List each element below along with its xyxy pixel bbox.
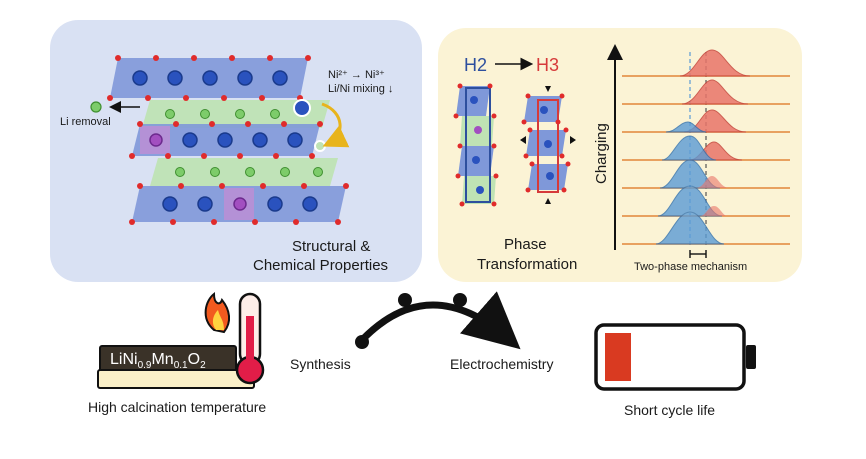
synthesis-label: Synthesis	[290, 356, 351, 372]
mechanism-label: Two-phase mechanism	[634, 261, 748, 273]
cycle-life-label: Short cycle life	[624, 402, 716, 418]
vacant-li-site	[314, 140, 326, 152]
li-removal-label: Li removal	[60, 116, 111, 128]
highlighted-ni-atom	[293, 99, 311, 117]
h3-structure	[520, 86, 576, 204]
migration-arrow	[321, 102, 350, 148]
ni-in-li-site	[149, 133, 163, 147]
tm-layer-2	[132, 124, 320, 156]
crystal-lattice	[90, 55, 350, 225]
calcination-label: High calcination temperature	[88, 399, 267, 415]
formula-label: LiNi0.9Mn0.1O2	[110, 351, 206, 372]
spectra-plot	[607, 44, 790, 258]
structural-caption-line2: Chemical Properties	[253, 257, 389, 274]
phase-panel	[438, 28, 802, 282]
flow-node-1	[355, 335, 369, 349]
tm-layer-top	[110, 58, 308, 98]
oxygen-atoms	[107, 55, 349, 225]
phase-caption-line2: Transformation	[477, 256, 578, 273]
tm-layer-3	[132, 186, 346, 222]
process-flow	[355, 291, 521, 350]
structural-caption-line1: Structural &	[292, 238, 371, 255]
li-layer-1	[142, 100, 330, 128]
h3-label: H3	[536, 55, 560, 75]
flow-node-3	[453, 293, 467, 307]
oxidation-label: Ni²⁺ → Ni³⁺	[328, 69, 385, 81]
fire-icon	[204, 291, 230, 334]
phase-caption-line1: Phase	[504, 236, 547, 253]
thermometer-icon	[235, 292, 265, 385]
phase-structures	[453, 57, 576, 207]
li-layer-2	[150, 158, 338, 186]
h2-structure	[453, 83, 499, 207]
mixing-label: Li/Ni mixing ↓	[328, 83, 394, 95]
charging-label: Charging	[593, 123, 610, 184]
flow-node-2	[398, 293, 412, 307]
li-ion-icon	[90, 101, 102, 113]
electrochemistry-label: Electrochemistry	[450, 356, 554, 372]
battery-icon	[594, 323, 756, 391]
h2-label: H2	[464, 55, 488, 75]
battery-level	[605, 333, 631, 381]
